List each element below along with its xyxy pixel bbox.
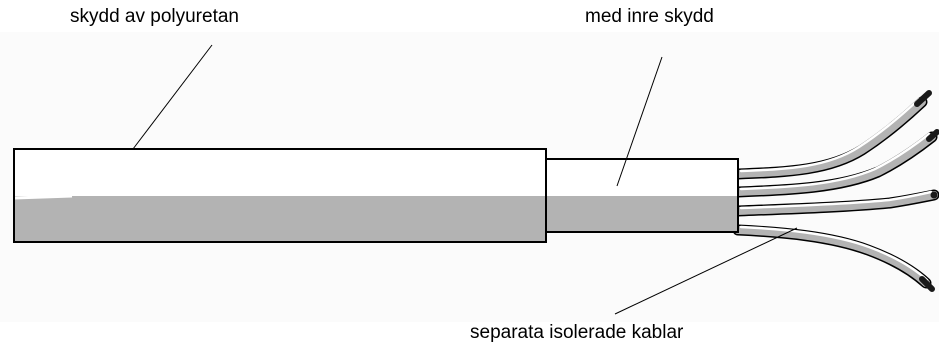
wire-2 — [732, 129, 939, 198]
leader-outer-sheath — [132, 44, 213, 150]
wire-4 — [732, 224, 935, 292]
label-outer-sheath: skydd av polyuretan — [70, 6, 239, 27]
leader-wires — [614, 227, 798, 315]
wire-1-tip — [914, 90, 932, 107]
wire-2-tip — [926, 129, 939, 142]
outer-sheath — [13, 148, 547, 243]
wire-4-tip — [919, 276, 935, 292]
label-wires: separata isolerade kablar — [470, 322, 684, 343]
leader-inner-shield — [616, 56, 663, 187]
wire-3-tip — [930, 191, 938, 199]
wire-group — [732, 90, 939, 292]
wire-1 — [732, 90, 932, 180]
wire-3 — [732, 189, 939, 217]
inner-shield — [545, 158, 739, 233]
label-inner-shield: med inre skydd — [585, 6, 714, 27]
